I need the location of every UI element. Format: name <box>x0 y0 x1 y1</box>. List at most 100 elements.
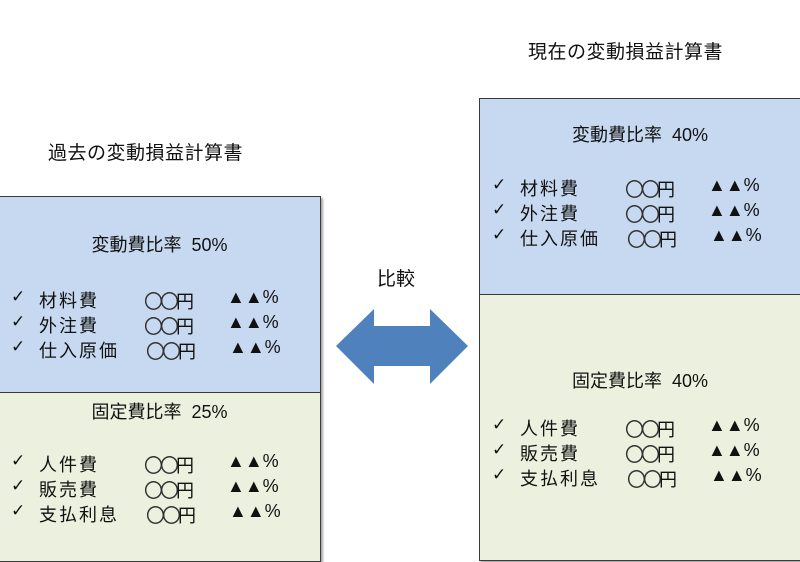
current-variable-cost-items: ✓ 材料費 〇〇円 ▲▲% ✓ 外注費 〇〇円 ▲▲% ✓ 仕入原価 〇〇円 ▲… <box>490 175 800 251</box>
item-amount: 〇〇円 <box>625 175 675 202</box>
item-name: 仕入原価 <box>520 229 600 250</box>
amount-unit: 円 <box>657 420 676 441</box>
item-name: 材料費 <box>39 291 99 312</box>
check-icon: ✓ <box>492 440 507 460</box>
amount-placeholder: 〇〇 <box>625 179 660 201</box>
check-icon: ✓ <box>492 415 507 435</box>
amount-unit: 円 <box>659 470 678 491</box>
amount-unit: 円 <box>657 180 676 201</box>
double-arrow-icon <box>336 309 468 384</box>
check-icon: ✓ <box>11 287 26 307</box>
fixed-cost-ratio-value: 40% <box>671 371 709 391</box>
item-amount: 〇〇円 <box>627 465 677 492</box>
item-name: 材料費 <box>520 179 580 200</box>
item-ratio: ▲▲% <box>227 451 279 471</box>
past-fixed-cost-heading: 固定費比率 25% <box>0 398 320 424</box>
double-arrow-shape <box>336 309 468 384</box>
item-amount: 〇〇円 <box>625 440 675 467</box>
amount-placeholder: 〇〇 <box>144 455 179 477</box>
past-fixed-cost-items: ✓ 人件費 〇〇円 ▲▲% ✓ 販売費 〇〇円 ▲▲% ✓ 支払利息 〇〇円 ▲… <box>9 451 320 528</box>
variable-cost-ratio-value: 40% <box>671 125 709 145</box>
check-icon: ✓ <box>492 200 507 220</box>
amount-unit: 円 <box>659 230 678 251</box>
amount-placeholder: 〇〇 <box>144 291 179 313</box>
item-name: 外注費 <box>520 204 580 225</box>
compare-label: 比較 <box>377 268 416 290</box>
amount-unit: 円 <box>178 342 197 363</box>
item-ratio: ▲▲% <box>227 287 279 307</box>
list-item: ✓ 仕入原価 〇〇円 ▲▲% <box>490 225 800 251</box>
past-variable-cost-heading: 変動費比率 50% <box>0 231 320 257</box>
list-item: ✓ 外注費 〇〇円 ▲▲% <box>9 312 320 339</box>
current-fixed-cost-items: ✓ 人件費 〇〇円 ▲▲% ✓ 販売費 〇〇円 ▲▲% ✓ 支払利息 〇〇円 ▲… <box>490 415 800 492</box>
amount-placeholder: 〇〇 <box>625 204 660 226</box>
amount-placeholder: 〇〇 <box>625 444 660 466</box>
fixed-cost-ratio-value: 25% <box>191 402 228 422</box>
item-ratio: ▲▲% <box>708 415 760 435</box>
variable-cost-ratio-label: 変動費比率 <box>91 235 182 256</box>
check-icon: ✓ <box>11 337 26 357</box>
item-name: 人件費 <box>520 419 580 440</box>
item-ratio: ▲▲% <box>227 476 279 496</box>
fixed-cost-ratio-label: 固定費比率 <box>91 402 182 423</box>
check-icon: ✓ <box>11 312 26 332</box>
check-icon: ✓ <box>492 175 507 195</box>
item-name: 販売費 <box>520 444 580 465</box>
item-name: 販売費 <box>39 480 99 501</box>
amount-placeholder: 〇〇 <box>144 480 179 502</box>
list-item: ✓ 人件費 〇〇円 ▲▲% <box>490 415 800 442</box>
amount-unit: 円 <box>178 506 197 527</box>
amount-placeholder: 〇〇 <box>627 229 662 251</box>
amount-unit: 円 <box>657 445 676 466</box>
amount-unit: 円 <box>176 317 195 338</box>
list-item: ✓ 支払利息 〇〇円 ▲▲% <box>9 501 320 528</box>
item-amount: 〇〇円 <box>625 200 675 227</box>
variable-cost-ratio-value: 50% <box>191 235 228 255</box>
amount-unit: 円 <box>176 292 195 313</box>
list-item: ✓ 仕入原価 〇〇円 ▲▲% <box>9 337 320 364</box>
item-amount: 〇〇円 <box>144 476 194 503</box>
list-item: ✓ 販売費 〇〇円 ▲▲% <box>490 440 800 467</box>
item-ratio: ▲▲% <box>710 465 762 485</box>
item-ratio: ▲▲% <box>708 200 760 220</box>
current-statement-title: 現在の変動損益計算書 <box>528 41 724 63</box>
item-amount: 〇〇円 <box>146 501 196 528</box>
item-ratio: ▲▲% <box>708 440 760 460</box>
item-name: 支払利息 <box>39 505 119 526</box>
item-amount: 〇〇円 <box>625 415 675 442</box>
check-icon: ✓ <box>11 476 26 496</box>
amount-placeholder: 〇〇 <box>627 469 662 491</box>
list-item: ✓ 材料費 〇〇円 ▲▲% <box>490 175 800 202</box>
amount-placeholder: 〇〇 <box>625 419 660 441</box>
item-name: 人件費 <box>39 455 99 476</box>
list-item: ✓ 外注費 〇〇円 ▲▲% <box>490 200 800 227</box>
list-item: ✓ 人件費 〇〇円 ▲▲% <box>9 451 320 478</box>
list-item: ✓ 材料費 〇〇円 ▲▲% <box>9 287 320 314</box>
item-name: 外注費 <box>39 316 99 337</box>
check-icon: ✓ <box>492 465 507 485</box>
item-ratio: ▲▲% <box>229 337 281 357</box>
item-ratio: ▲▲% <box>229 501 281 521</box>
current-variable-cost-heading: 変動費比率 40% <box>480 121 800 147</box>
item-amount: 〇〇円 <box>144 287 194 314</box>
past-statement-title: 過去の変動損益計算書 <box>48 142 244 164</box>
amount-unit: 円 <box>176 481 195 502</box>
item-name: 仕入原価 <box>39 341 119 362</box>
amount-unit: 円 <box>657 205 676 226</box>
item-amount: 〇〇円 <box>146 337 196 364</box>
item-amount: 〇〇円 <box>144 451 194 478</box>
item-ratio: ▲▲% <box>708 175 760 195</box>
fixed-cost-ratio-label: 固定費比率 <box>571 371 662 392</box>
variable-cost-ratio-label: 変動費比率 <box>571 125 662 146</box>
list-item: ✓ 支払利息 〇〇円 ▲▲% <box>490 465 800 492</box>
item-amount: 〇〇円 <box>144 312 194 339</box>
list-item: ✓ 販売費 〇〇円 ▲▲% <box>9 476 320 503</box>
item-ratio: ▲▲% <box>710 225 762 245</box>
item-name: 支払利息 <box>520 469 600 490</box>
amount-unit: 円 <box>176 456 195 477</box>
amount-placeholder: 〇〇 <box>146 341 181 363</box>
